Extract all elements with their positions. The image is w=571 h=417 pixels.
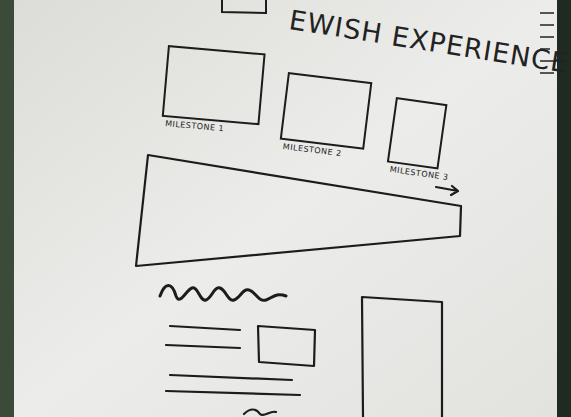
milestone-box: MILESTONE 1: [162, 45, 266, 125]
heading-scribble: [160, 286, 286, 301]
sidebar-box: [362, 297, 442, 417]
cut-scribble: [244, 410, 276, 416]
banner-box: [136, 155, 461, 266]
milestone-box: MILESTONE 3: [387, 97, 448, 170]
text-line: [166, 345, 240, 348]
board-edge: [0, 0, 14, 417]
milestone-box: MILESTONE 2: [280, 72, 373, 150]
text-line: [170, 326, 240, 330]
image-box: [258, 326, 315, 366]
note-mark: [540, 24, 554, 26]
text-line: [166, 391, 300, 395]
text-line: [170, 375, 292, 380]
note-mark: [540, 12, 554, 14]
cut-box: [222, 0, 266, 13]
scroll-arrow: [436, 186, 458, 195]
note-mark: [540, 36, 554, 38]
